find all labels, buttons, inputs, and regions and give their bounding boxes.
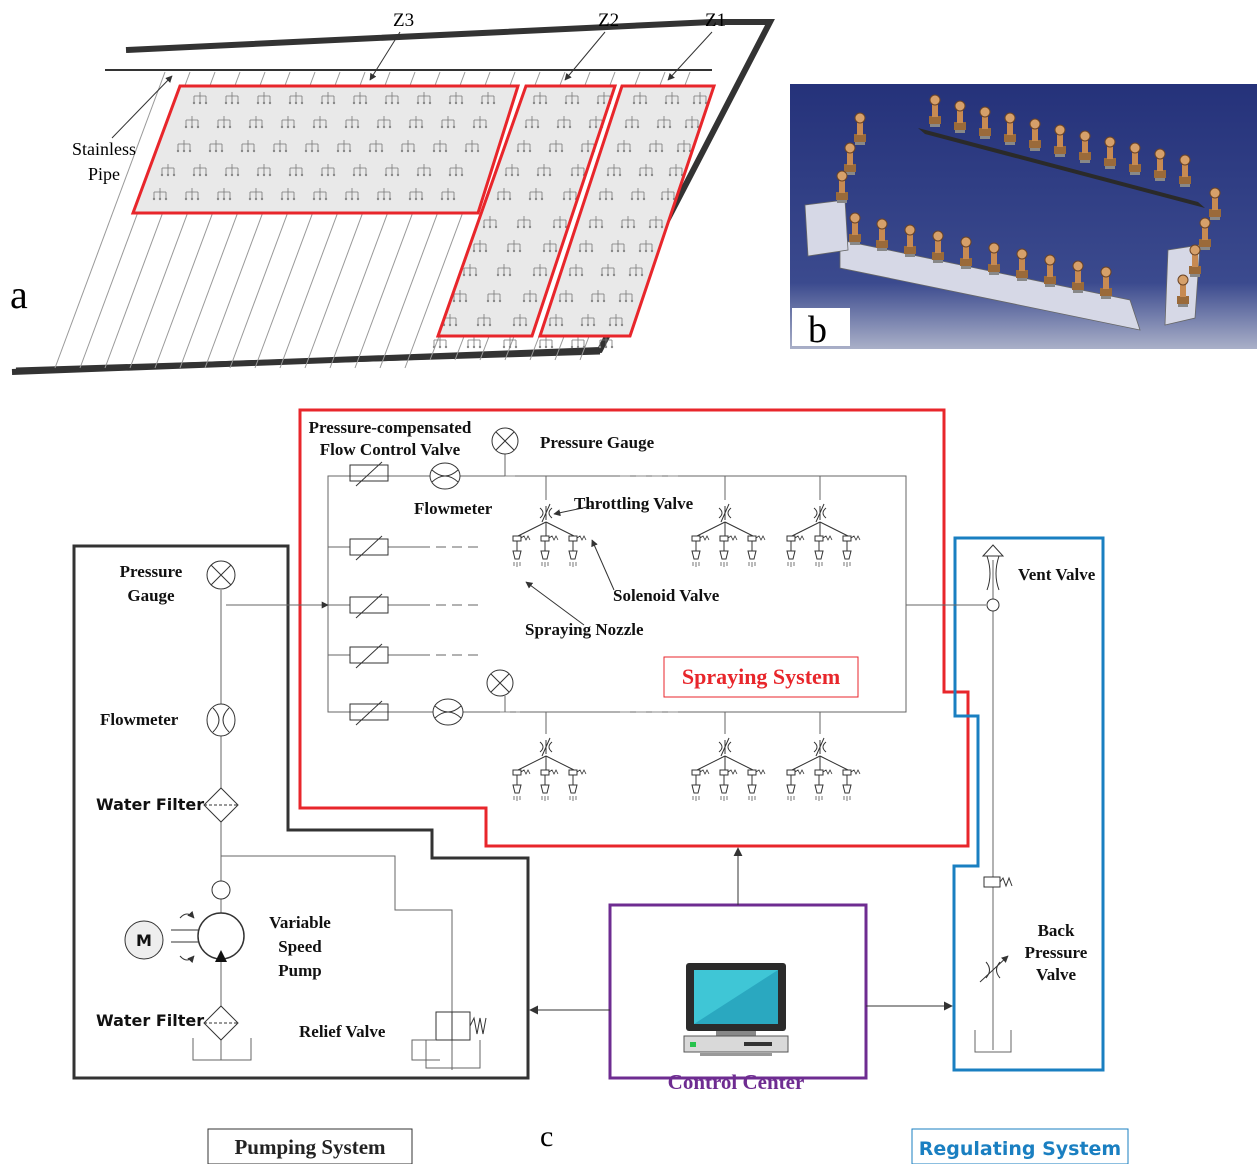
regulating-piping <box>974 560 1012 1053</box>
pump-pressure-gauge-label-line2: Gauge <box>127 586 175 605</box>
panel-a-letter: a <box>10 272 28 317</box>
motor-label: M <box>136 931 152 950</box>
relief-valve-icon <box>411 1011 487 1061</box>
spraying-nozzle-icon <box>512 503 861 802</box>
panel-b-letter-box <box>792 308 850 346</box>
zone-label-z2: Z2 <box>598 10 619 31</box>
throttling-valve-label: Throttling Valve <box>574 494 694 513</box>
panel-b: b <box>790 84 1257 351</box>
computer-icon <box>683 963 789 1056</box>
zone-label-z1: Z1 <box>705 10 726 31</box>
nozzle-leader <box>525 581 585 626</box>
panel-c: M <box>72 408 1129 1164</box>
z2-leader <box>564 31 606 81</box>
rail-top <box>918 128 1205 208</box>
rail-bottom <box>839 239 1141 331</box>
pumping-system-boundary <box>72 544 530 1080</box>
water-filter-bottom-label: Water Filter <box>96 1011 204 1030</box>
control-center-title: Control Center <box>668 1070 805 1094</box>
rail-left <box>804 199 849 257</box>
zone-z2-outline <box>435 84 618 338</box>
spraying-system-title: Spraying System <box>682 664 840 689</box>
pressure-gauge-icon <box>486 427 519 697</box>
water-filter-top-label: Water Filter <box>96 795 204 814</box>
panel-c-letter: c <box>540 1120 553 1153</box>
zone-z1-outline <box>537 84 717 338</box>
panel-b-letter: b <box>808 309 827 351</box>
throttle-leader <box>553 505 593 517</box>
regulating-system-boundary <box>952 536 1105 1072</box>
pump-pressure-gauge-label-line1: Pressure <box>120 562 183 581</box>
pump-label-line1: Variable <box>269 913 331 932</box>
flow-control-valves <box>349 461 389 726</box>
back-pressure-valve-icon <box>979 876 1013 983</box>
zone-z3-outline <box>130 84 521 215</box>
vent-valve-icon <box>981 544 1005 612</box>
spraying-system-boundary <box>298 408 970 848</box>
zone-z3-area <box>133 86 518 213</box>
motor-icon: M <box>124 920 164 960</box>
z1-leader <box>667 31 713 81</box>
pipe-leader <box>111 75 173 139</box>
pcfcv-label-line2: Flow Control Valve <box>320 440 461 459</box>
zone-label-z3: Z3 <box>393 10 414 31</box>
spray-flowmeter-label: Flowmeter <box>414 499 493 518</box>
pumping-piping <box>192 590 481 1070</box>
stainless-pipe-label-line2: Pipe <box>88 164 120 184</box>
z3-leader <box>369 31 401 81</box>
flowmeter-icon <box>206 703 236 737</box>
water-filter-icon <box>203 787 239 1041</box>
zone-z2-area <box>438 86 615 336</box>
flowmeter-icon <box>429 462 464 726</box>
relief-valve-label: Relief Valve <box>299 1022 386 1041</box>
spraying-nozzle-label: Spraying Nozzle <box>525 620 644 639</box>
solenoid-leader <box>591 539 615 591</box>
panel-a: Z3 Z2 Z1 Stainless Pipe a <box>10 10 775 375</box>
pump-icon <box>171 910 245 964</box>
vent-valve-label: Vent Valve <box>1018 565 1096 584</box>
pump-label-line3: Pump <box>278 961 321 980</box>
pump-label-line2: Speed <box>278 937 322 956</box>
check-valve-icon <box>211 880 231 900</box>
spray-pressure-gauge-label: Pressure Gauge <box>540 433 655 452</box>
spraying-system-title-box <box>663 656 859 698</box>
back-pressure-label-line3: Valve <box>1036 965 1076 984</box>
pressure-gauge-icon <box>206 560 236 590</box>
pump-flowmeter-label: Flowmeter <box>100 710 179 729</box>
zone-z1-area <box>540 86 714 336</box>
pcfcv-label-line1: Pressure-compensated <box>309 418 472 437</box>
back-pressure-label-line2: Pressure <box>1025 943 1088 962</box>
regulating-system-title: Regulating System <box>919 1138 1121 1160</box>
spraying-piping <box>226 454 986 734</box>
stainless-pipe-label-line1: Stainless <box>72 139 136 159</box>
pumping-system-title: Pumping System <box>234 1135 386 1159</box>
back-pressure-label-line1: Back <box>1038 921 1075 940</box>
solenoid-valve-label: Solenoid Valve <box>613 586 720 605</box>
regulating-system-title-box <box>911 1128 1129 1164</box>
pumping-system-title-box <box>207 1128 413 1164</box>
